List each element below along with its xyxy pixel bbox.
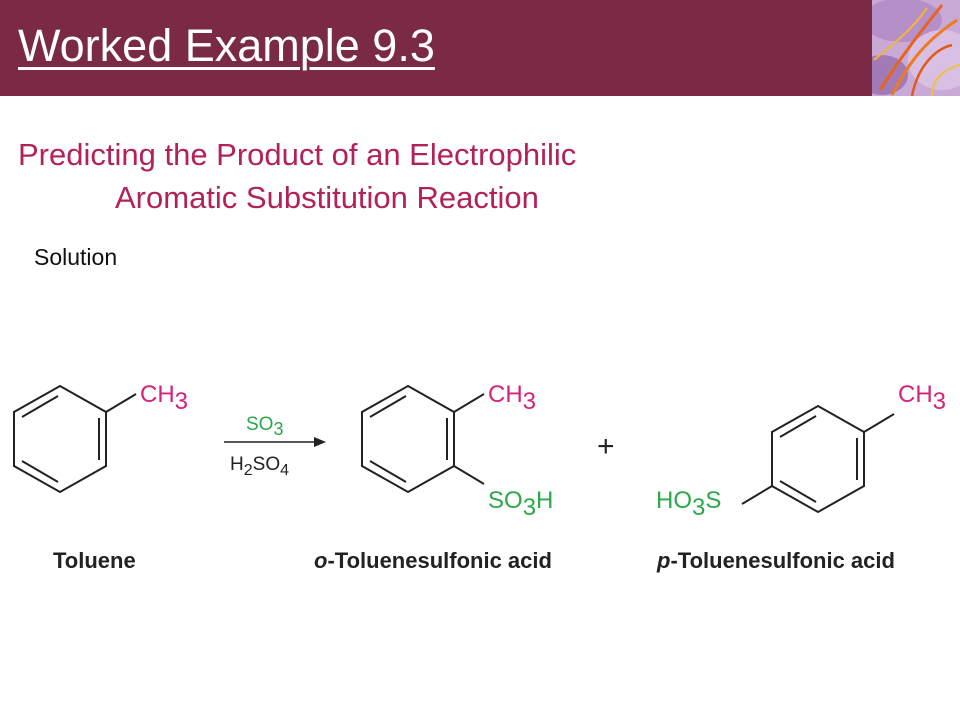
- ortho-ch3: CH3: [488, 381, 536, 415]
- ortho-prefix: o: [314, 548, 328, 573]
- para-name: -Toluenesulfonic acid: [670, 548, 895, 573]
- para-label: p-Toluenesulfonic acid: [657, 548, 895, 574]
- subtitle-line-1: Predicting the Product of an Electrophil…: [18, 137, 577, 172]
- reagent-so3: SO3: [246, 414, 283, 439]
- subtitle-line-2: Aromatic Substitution Reaction: [115, 180, 539, 215]
- reagent-h2so4: H2SO4: [230, 454, 289, 479]
- toluene-ring: [13, 384, 137, 494]
- ortho-name: -Toluenesulfonic acid: [327, 548, 552, 573]
- para-prefix: p: [657, 548, 671, 573]
- ortho-label: o-Toluenesulfonic acid: [314, 548, 552, 574]
- toluene-ch3: CH3: [140, 381, 188, 415]
- reaction-scheme: CH3 SO3 H2SO4 CH3 SO3H + CH3 HO3S: [0, 360, 960, 590]
- solution-label: Solution: [34, 244, 118, 270]
- toluene-label: Toluene: [53, 548, 136, 573]
- slide-title: Worked Example 9.3: [18, 20, 435, 71]
- ortho-ring: [361, 384, 485, 494]
- header-bar: [0, 0, 960, 96]
- para-ho3s: HO3S: [656, 487, 721, 521]
- subtitle: Predicting the Product of an Electrophil…: [18, 133, 778, 219]
- para-ring: [741, 404, 895, 514]
- ortho-so3h: SO3H: [488, 487, 553, 521]
- saffron-flower-image: [872, 0, 960, 96]
- para-ch3: CH3: [898, 381, 946, 415]
- plus-sign: +: [597, 430, 615, 463]
